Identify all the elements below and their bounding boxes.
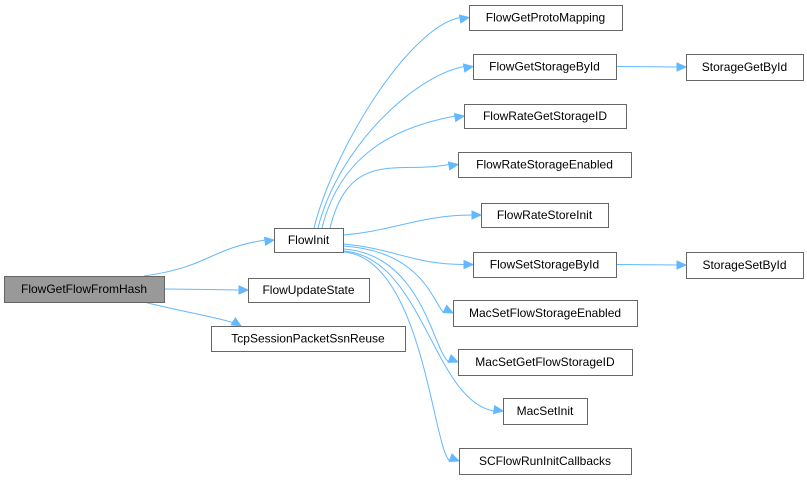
edge-flow-init-to-sc-flow-run-init-callbacks [342, 251, 461, 463]
edge-flow-init-to-mac-set-init [342, 250, 505, 415]
node-label: TcpSessionPacketSsnReuse [231, 332, 385, 346]
node-label: FlowSetStorageById [490, 258, 599, 272]
node-sc-flow-run-init-callbacks[interactable]: SCFlowRunInitCallbacks [459, 448, 632, 475]
node-flow-get-storage-by-id[interactable]: FlowGetStorageById [473, 54, 617, 80]
node-storage-set-by-id[interactable]: StorageSetById [686, 252, 804, 279]
node-mac-set-flow-storage-enabled[interactable]: MacSetFlowStorageEnabled [453, 300, 638, 327]
node-box [686, 252, 804, 279]
node-box [4, 276, 165, 303]
node-label: FlowInit [288, 233, 330, 247]
node-flow-rate-get-storage-id[interactable]: FlowRateGetStorageID [464, 104, 627, 129]
node-storage-get-by-id[interactable]: StorageGetById [686, 54, 804, 81]
node-box [464, 104, 627, 129]
node-label: StorageGetById [702, 60, 787, 74]
edge-flow-set-storage-by-id-to-storage-set-by-id [615, 260, 688, 270]
node-tcp-session-packet-ssn-reuse[interactable]: TcpSessionPacketSsnReuse [211, 326, 406, 352]
node-box [211, 326, 406, 352]
edge-flow-init-to-flow-get-storage-by-id [317, 63, 475, 229]
node-label: FlowUpdateState [262, 283, 354, 297]
edge-flow-init-to-flow-set-storage-by-id [342, 243, 475, 270]
node-box [686, 54, 804, 81]
edge-flow-init-to-flow-get-proto-mapping [313, 14, 471, 229]
node-box [459, 448, 632, 475]
node-label: FlowGetFlowFromHash [21, 282, 147, 296]
edge-flow-init-to-mac-set-get-flow-storage-id [342, 248, 460, 363]
node-label: MacSetFlowStorageEnabled [469, 306, 621, 320]
node-label: FlowRateStoreInit [497, 208, 593, 222]
node-flow-get-flow-from-hash[interactable]: FlowGetFlowFromHash [4, 276, 165, 303]
node-mac-set-init[interactable]: MacSetInit [503, 398, 588, 425]
edge-flow-init-to-flow-rate-store-init [342, 210, 483, 236]
edge-flow-get-flow-from-hash-to-flow-init [143, 236, 276, 277]
node-box [458, 152, 632, 178]
node-flow-rate-store-init[interactable]: FlowRateStoreInit [481, 203, 609, 228]
edge-flow-init-to-mac-set-flow-storage-enabled [342, 245, 455, 314]
node-flow-get-proto-mapping[interactable]: FlowGetProtoMapping [469, 5, 623, 31]
node-label: SCFlowRunInitCallbacks [479, 454, 611, 468]
edge-flow-get-storage-by-id-to-storage-get-by-id [615, 62, 688, 72]
node-box [274, 228, 344, 253]
edges-layer [143, 14, 688, 463]
node-label: FlowRateStorageEnabled [476, 158, 613, 172]
node-box [473, 252, 617, 278]
node-box [458, 349, 633, 376]
node-flow-update-state[interactable]: FlowUpdateState [248, 278, 370, 303]
node-box [473, 54, 617, 80]
node-label: MacSetGetFlowStorageID [475, 355, 615, 369]
node-box [469, 5, 623, 31]
edge-flow-init-to-flow-rate-get-storage-id [321, 112, 466, 229]
edge-flow-get-flow-from-hash-to-flow-update-state [163, 285, 250, 295]
node-label: MacSetInit [517, 404, 574, 418]
node-flow-init[interactable]: FlowInit [274, 228, 344, 253]
node-label: FlowGetStorageById [489, 60, 600, 74]
edge-flow-init-to-flow-rate-storage-enabled [329, 161, 460, 229]
nodes-layer: FlowGetFlowFromHash FlowInitFlowUpdateSta… [4, 5, 804, 475]
node-box [503, 398, 588, 425]
node-flow-rate-storage-enabled[interactable]: FlowRateStorageEnabled [458, 152, 632, 178]
node-box [453, 300, 638, 327]
node-flow-set-storage-by-id[interactable]: FlowSetStorageById [473, 252, 617, 278]
node-label: FlowGetProtoMapping [486, 11, 605, 25]
node-box [481, 203, 609, 228]
node-label: StorageSetById [702, 258, 786, 272]
node-box [248, 278, 370, 303]
node-mac-set-get-flow-storage-id[interactable]: MacSetGetFlowStorageID [458, 349, 633, 376]
edge-flow-get-flow-from-hash-to-tcp-session-packet-ssn-reuse [143, 301, 243, 327]
node-label: FlowRateGetStorageID [483, 109, 607, 123]
